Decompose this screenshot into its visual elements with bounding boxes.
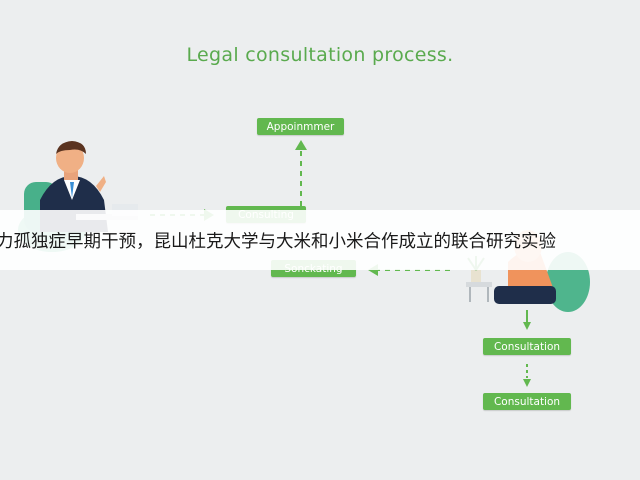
appointment-node: Appoinmmer	[257, 118, 344, 135]
arrow-consulting-to-appointment	[295, 140, 307, 206]
overlay-banner-text: 力孤独症早期干预，昆山杜克大学与大米和小米合作成立的联合研究实验	[0, 231, 556, 252]
consultation-node-2: Consultation	[483, 393, 571, 410]
overlay-banner: 力孤独症早期干预，昆山杜克大学与大米和小米合作成立的联合研究实验	[0, 210, 640, 270]
consultation-node-1: Consultation	[483, 338, 571, 355]
arrow-down-1	[523, 310, 531, 330]
diagram-title: Legal consultation process.	[186, 44, 454, 66]
arrow-down-2	[523, 364, 531, 387]
